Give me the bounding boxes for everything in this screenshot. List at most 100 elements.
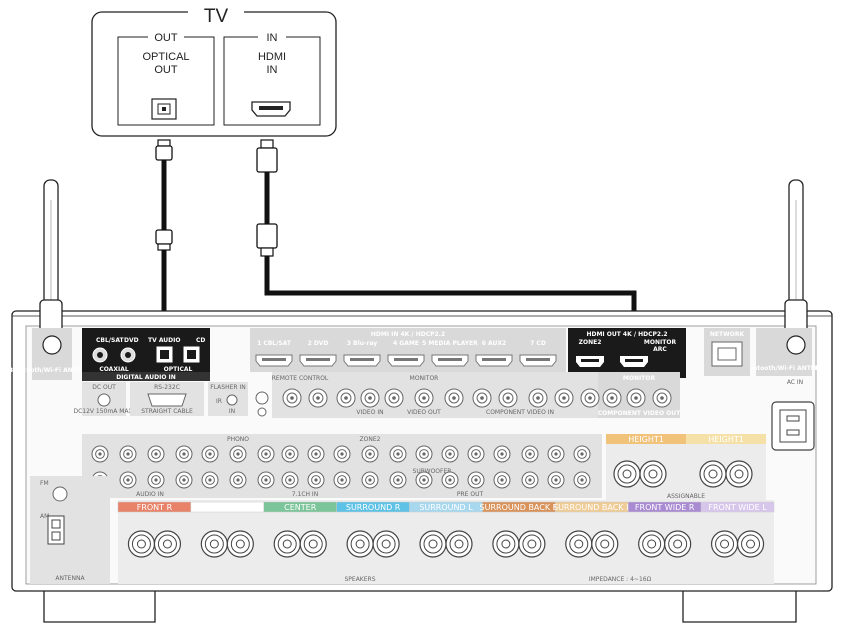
- speaker-terminal-2: [200, 530, 254, 558]
- speaker-channel-3: CENTER: [263, 501, 337, 513]
- audio-jack-bottom-15: [467, 471, 485, 489]
- hdmi-in-label: HDMI IN 4K / HDCP2.2: [371, 331, 445, 338]
- speaker-terminal-6: [492, 530, 546, 558]
- svg-text:SURROUND BACK L: SURROUND BACK L: [553, 503, 631, 512]
- audio-jack-bottom-12: [389, 471, 407, 489]
- tv-in-group-label: IN: [267, 32, 278, 44]
- video-in-label: VIDEO IN: [356, 409, 383, 416]
- speaker-channel-4: SURROUND R: [336, 501, 410, 513]
- svg-text:SURROUND BACK R: SURROUND BACK R: [480, 503, 559, 512]
- component-monitor-label: MONITOR: [623, 375, 656, 382]
- audio-jack-bottom-19: [573, 471, 591, 489]
- audio-jack-top-5: [201, 445, 219, 463]
- network-panel: NETWORK: [704, 328, 750, 376]
- am-label: AM: [40, 513, 49, 520]
- hdmi-in-panel: HDMI IN 4K / HDCP2.2 1 CBL/SAT 2 DVD 3 Blu…: [250, 328, 566, 372]
- digital-input-label-4: CD: [196, 337, 205, 344]
- audio-jack-top-3: [147, 445, 165, 463]
- dc-out-label: DC OUT: [92, 384, 116, 391]
- audio-jack-bottom-13: [415, 471, 433, 489]
- rs232c-label: RS-232C: [154, 384, 180, 391]
- svg-text:1 CBL/SAT: 1 CBL/SAT: [257, 340, 292, 347]
- speaker-terminal-4: [346, 530, 400, 558]
- audio-jack-bottom-4: [175, 471, 193, 489]
- speaker-channel-2: FRONT L: [190, 501, 265, 513]
- ch71-in-label: 7.1CH IN: [292, 491, 318, 498]
- svg-text:2 DVD: 2 DVD: [308, 340, 329, 347]
- video-out-label: VIDEO OUT: [407, 409, 441, 416]
- dc-spec-label: DC12V 150mA MAX.: [73, 408, 134, 415]
- hdmi-in-port-1: 1 CBL/SAT: [255, 340, 293, 367]
- svg-text:FRONT R: FRONT R: [137, 503, 173, 512]
- impedance-label: IMPEDANCE : 4~16Ω: [589, 576, 652, 583]
- left-antenna-label: Bluetooth/Wi-Fi ANTENNA: [8, 367, 96, 374]
- digital-input-label-3: TV AUDIO: [148, 337, 180, 344]
- hdmi-in-port-7: 7 CD: [519, 340, 557, 367]
- ac-in: AC IN: [771, 379, 815, 451]
- speaker-terminal-1: [127, 530, 182, 558]
- audio-jack-bottom-5: [201, 471, 219, 489]
- audio-jack-top-1: [91, 445, 109, 463]
- video-jack-13: [602, 388, 622, 408]
- audio-jack-top-12: [389, 445, 407, 463]
- in-label: IN: [229, 408, 235, 415]
- video-jack-12: [580, 388, 600, 408]
- phono-label: PHONO: [227, 436, 249, 443]
- svg-text:CENTER: CENTER: [284, 503, 317, 512]
- digital-audio-in-label: DIGITAL AUDIO IN: [116, 374, 176, 381]
- svg-text:7 CD: 7 CD: [530, 340, 546, 347]
- audio-jack-top-4: [175, 445, 193, 463]
- video-jack-10: [528, 388, 548, 408]
- speaker-terminal-9: [710, 530, 765, 558]
- video-jack-9: [498, 388, 518, 408]
- audio-jack-bottom-10: [333, 471, 351, 489]
- network-label: NETWORK: [710, 331, 745, 338]
- right-antenna: Bluetooth/Wi-Fi ANTENNA: [742, 179, 830, 376]
- audio-jack-top-17: [521, 445, 539, 463]
- antenna-label: ANTENNA: [55, 575, 85, 582]
- tuner-antenna-panel: FM AM ANTENNA: [30, 476, 110, 584]
- audio-jack-top-18: [547, 445, 565, 463]
- audio-jack-bottom-11: [361, 471, 379, 489]
- zone2-hdmi-label: ZONE2: [579, 339, 602, 346]
- svg-text:3 Blu-ray: 3 Blu-ray: [347, 340, 377, 347]
- audio-jack-top-16: [493, 445, 511, 463]
- audio-jack-bottom-8: [281, 471, 299, 489]
- audio-jack-top-8: [281, 445, 299, 463]
- svg-text:FRONT WIDE L: FRONT WIDE L: [708, 503, 767, 512]
- speakers-label: SPEAKERS: [344, 576, 375, 583]
- optical-label: OPTICAL: [164, 366, 193, 373]
- coaxial-label: COAXIAL: [99, 366, 128, 373]
- pre-out-label: PRE OUT: [457, 491, 484, 498]
- zone2-preout-label: ZONE2: [360, 436, 381, 443]
- hdmi-in-port-5: 5 MEDIA PLAYER: [422, 340, 478, 367]
- audio-jack-bottom-6: [229, 471, 247, 489]
- audio-in-label: AUDIO IN: [136, 491, 164, 498]
- height1-l-terminal: [699, 460, 753, 488]
- video-jack-5: [384, 388, 404, 408]
- audio-jack-top-14: [441, 445, 459, 463]
- fm-label: FM: [40, 480, 49, 487]
- av-receiver: Bluetooth/Wi-Fi ANTENNA Bluetooth/Wi-Fi …: [8, 179, 833, 623]
- audio-jack-top-19: [573, 445, 591, 463]
- height1-r-label: HEIGHT1: [628, 435, 664, 444]
- speaker-terminal-7: [565, 530, 619, 558]
- flasher-in-label: FLASHER IN: [210, 384, 245, 391]
- remote-control-label: REMOTE CONTROL: [272, 375, 329, 382]
- left-antenna: Bluetooth/Wi-Fi ANTENNA: [8, 179, 96, 380]
- height1-l-label: HEIGHT1: [708, 435, 744, 444]
- ac-in-label: AC IN: [787, 379, 803, 386]
- height1-r-terminal: [613, 460, 667, 488]
- audio-jack-top-11: [361, 445, 379, 463]
- digital-audio-in-panel: CBL/SAT DVD TV AUDIO CD COAXIAL OPTICAL …: [82, 328, 210, 381]
- svg-text:4 GAME: 4 GAME: [393, 340, 419, 347]
- video-jack-6: [414, 388, 434, 408]
- video-jack-14: [626, 388, 646, 408]
- svg-text:SURROUND R: SURROUND R: [346, 503, 401, 512]
- audio-jack-bottom-9: [307, 471, 325, 489]
- tv-hdmi-port: [251, 101, 291, 117]
- audio-jack-top-13: [415, 445, 433, 463]
- audio-jack-bottom-17: [521, 471, 539, 489]
